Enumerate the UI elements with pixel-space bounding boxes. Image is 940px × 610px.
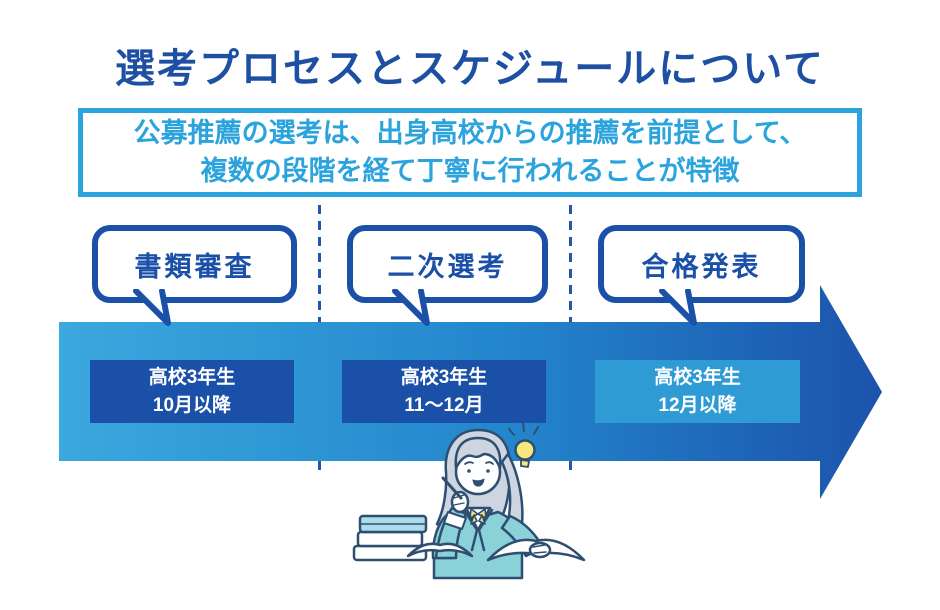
page-title: 選考プロセスとスケジュールについて [115,47,825,91]
step-period: 11〜12月 [404,394,484,416]
lightbulb-icon [508,422,539,468]
step-grade: 高校3年生 [654,366,741,388]
step-bubble-results: 合格発表 [598,225,805,326]
step-period-box-3: 高校3年生 12月以降 [595,360,800,423]
step-grade: 高校3年生 [148,366,236,388]
step-period-box-2: 高校3年生 11〜12月 [342,360,546,423]
step-bubble-label: 二次選考 [387,251,508,282]
speech-tail-icon [133,289,171,326]
step-bubble-label: 書類審査 [134,251,255,282]
step-period: 10月以降 [152,394,232,416]
step-bubble-second-selection: 二次選考 [347,225,548,326]
highlight-line-1: 公募推薦の選考は、出身高校からの推薦を前提として、 [133,117,807,148]
step-bubble-label: 合格発表 [641,251,762,282]
step-period: 12月以降 [658,394,737,416]
step-bubble-screening: 書類審査 [92,225,297,326]
speech-tail-icon [659,289,697,326]
speech-tail-icon [392,289,430,326]
step-period-box-1: 高校3年生 10月以降 [90,360,294,423]
step-grade: 高校3年生 [400,366,488,388]
highlight-box: 公募推薦の選考は、出身高校からの推薦を前提として、 複数の段階を経て丁寧に行われ… [78,108,862,197]
highlight-line-2: 複数の段階を経て丁寧に行われることが特徴 [200,155,740,186]
student-illustration [352,422,586,580]
